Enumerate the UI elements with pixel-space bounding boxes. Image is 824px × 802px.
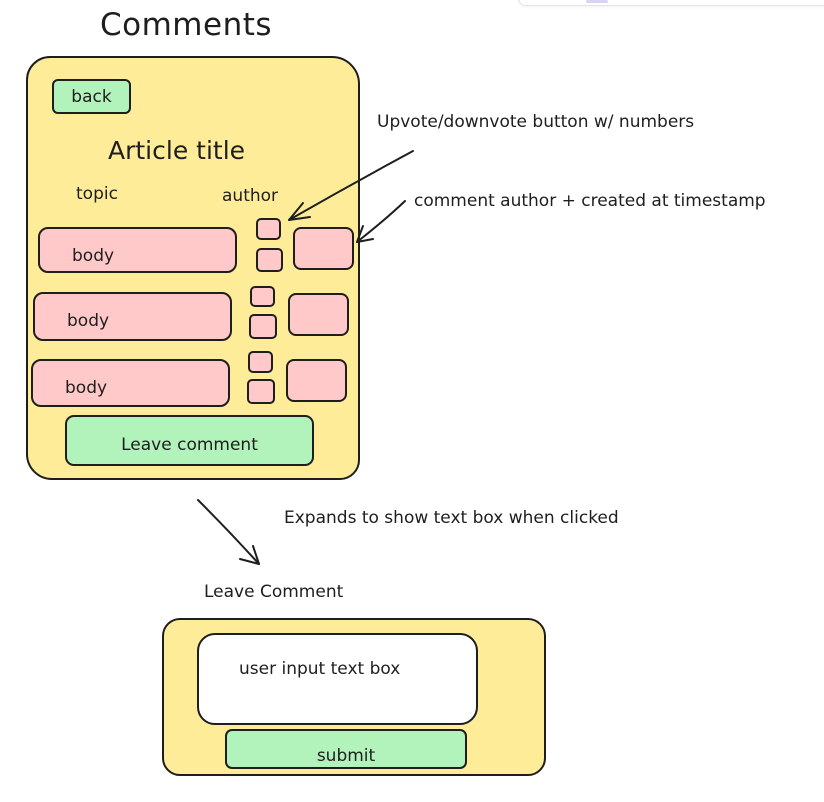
comment-body-box: body xyxy=(31,359,230,407)
downvote-button[interactable] xyxy=(256,248,283,272)
upvote-button[interactable] xyxy=(256,218,281,240)
comment-meta-box xyxy=(293,227,354,270)
vote-arrow xyxy=(288,150,414,221)
comment-body-box: body xyxy=(38,227,237,273)
back-button[interactable]: back xyxy=(52,79,131,114)
downvote-button[interactable] xyxy=(247,379,275,404)
leave-comment-heading: Leave Comment xyxy=(204,582,344,602)
topic-label: topic xyxy=(76,184,118,204)
upvote-button[interactable] xyxy=(248,351,273,373)
submit-button-label: submit xyxy=(316,746,376,766)
leave-comment-button-label: Leave comment xyxy=(121,435,258,455)
article-title: Article title xyxy=(108,136,246,165)
page-title: Comments xyxy=(100,7,273,43)
submit-button[interactable]: submit xyxy=(225,729,467,769)
downvote-button[interactable] xyxy=(249,314,277,339)
comment-meta-box xyxy=(288,293,349,336)
expand-annotation: Expands to show text box when clicked xyxy=(284,508,619,528)
back-button-label: back xyxy=(71,87,112,107)
comment-meta-box xyxy=(286,359,347,402)
expand-arrow xyxy=(197,499,260,565)
meta-annotation: comment author + created at timestamp xyxy=(414,191,766,211)
vote-annotation: Upvote/downvote button w/ numbers xyxy=(377,112,695,132)
comment-body-box: body xyxy=(33,292,232,341)
comment-text-input[interactable]: user input text box xyxy=(197,633,478,725)
comment-input-placeholder: user input text box xyxy=(239,659,401,679)
upvote-button[interactable] xyxy=(250,286,275,307)
leave-comment-button[interactable]: Leave comment xyxy=(65,415,314,466)
author-label: author xyxy=(222,186,279,206)
comment-body-text: body xyxy=(72,246,115,266)
comment-body-text: body xyxy=(65,378,108,398)
toolbar-strip-mark xyxy=(586,0,608,3)
meta-arrow xyxy=(356,200,406,243)
comment-body-text: body xyxy=(67,311,110,331)
